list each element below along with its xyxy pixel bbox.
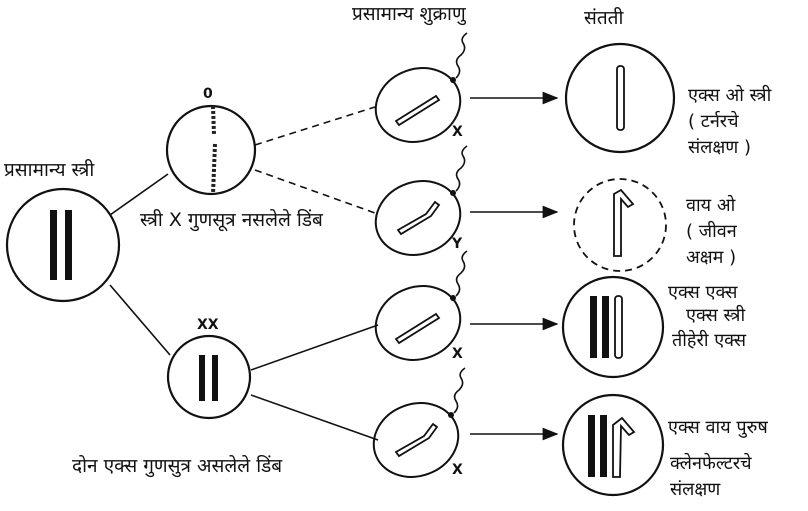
result-2-line-2: ( जीवन: [686, 221, 737, 242]
result-1-line-2: ( टर्नरचे: [688, 111, 739, 132]
offspring-3-cell: [561, 275, 665, 379]
connector-two-x-upper: [250, 324, 379, 371]
label-normal-female: प्रसामान्य स्त्री: [4, 159, 95, 181]
connector-two-x-lower: [250, 394, 379, 441]
result-1-line-1: एक्स ओ स्त्री: [688, 85, 772, 106]
sperm-1: [374, 32, 468, 143]
sperm-marker-4: X: [452, 462, 463, 478]
sperm-marker-1: X: [452, 124, 463, 140]
result-3-line-2: एक्स स्त्री: [686, 305, 746, 326]
sperm-marker-3: X: [452, 346, 463, 362]
marker-egg-two-x: XX: [197, 317, 219, 333]
dashed-connector-lower: [254, 169, 376, 214]
result-3-line-1: एक्स एक्स: [668, 282, 738, 303]
egg-two-x-cell: [166, 334, 252, 420]
dashed-connector-upper: [254, 106, 376, 146]
result-4-line-2: क्लेनफेल्टरचे: [670, 453, 752, 474]
marker-egg-no-x: 0: [203, 86, 213, 102]
result-1-line-3: संलक्षण ): [688, 137, 752, 158]
normal-female-cell: [5, 187, 121, 303]
egg-no-x-cell: [165, 104, 257, 196]
header-offspring: संतती: [584, 7, 624, 29]
result-2-line-3: अक्षम ): [686, 247, 737, 268]
sperm-marker-2: Y: [452, 236, 463, 252]
result-3-line-3: तीहेरी एक्स: [672, 330, 747, 351]
header-normal-sperm: प्रसामान्य शुक्राणु: [352, 3, 466, 25]
sperm-3: [374, 250, 468, 361]
label-egg-no-x: स्त्री X गुणसूत्र नसलेले डिंब: [140, 209, 323, 231]
offspring-4-cell: [561, 393, 665, 497]
connector-female-to-egg-no-x: [109, 173, 169, 216]
connector-female-to-egg-two-x: [109, 284, 171, 356]
result-2-line-1: वाय ओ: [686, 195, 736, 216]
result-4-line-3: संलक्षण: [670, 479, 721, 500]
offspring-2-cell: [573, 178, 667, 272]
sperm-2: [374, 145, 468, 256]
sperm-4: [372, 367, 466, 478]
result-4-line-1: एक्स वाय पुरुष: [668, 417, 768, 438]
offspring-1-cell: [564, 42, 676, 154]
label-egg-two-x: दोन एक्स गुणसुत्र असलेले डिंब: [72, 455, 283, 477]
